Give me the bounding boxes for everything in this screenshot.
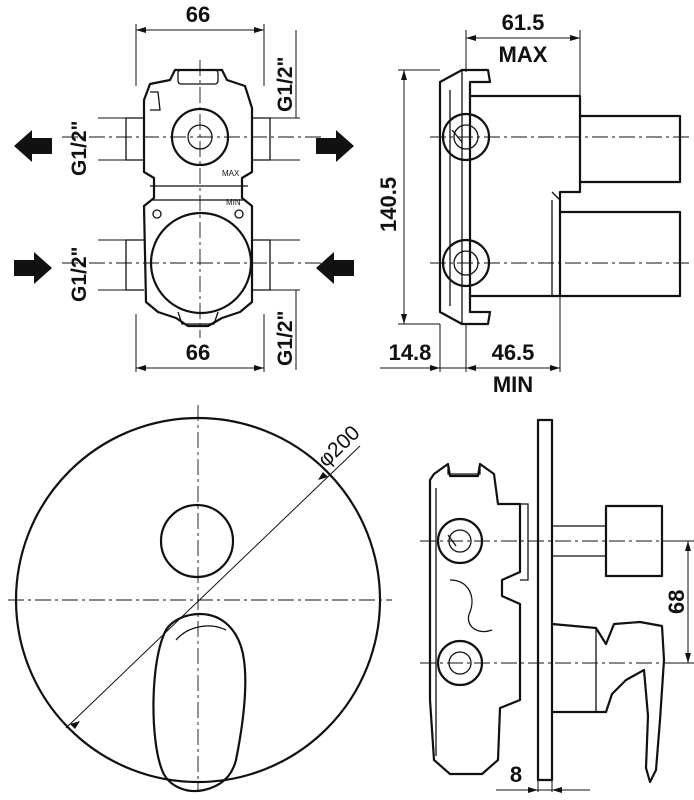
thread-label-right-bottom: G1/2" [274,311,297,366]
diverter-knob [159,503,235,579]
width-dimension-bottom: 66 [186,340,210,365]
depth-max-value: 61.5 [502,10,545,35]
depth-min-value: 46.5 [492,340,535,365]
cartridge-upper [578,114,682,184]
inlet-arrow-left-icon [14,252,52,284]
outlet-arrow-left-icon [14,130,52,162]
height-dimension: 140.5 [376,177,401,232]
thread-label-right-top: G1/2" [274,57,297,112]
spacing-dimension: 68 [664,590,689,614]
depth-max-label: MAX [499,42,548,67]
valve-body-installed [428,462,522,776]
depth-min-label: MIN [493,372,533,397]
thread-label-left-top: G1/2" [68,121,91,176]
width-dimension-top: 66 [186,2,210,27]
side-view: 61.5 MAX 140.5 14.8 46.5 MIN [376,10,690,397]
front-view: MAX MIN 66 66 G1/2" G1/2" G1/2" [14,2,354,372]
plate-view: φ200 [8,405,392,793]
thickness-dimension: 8 [510,762,522,787]
cartridge-lower [558,210,682,298]
thread-label-left-bottom: G1/2" [68,247,91,302]
mounting-frame [438,68,492,326]
outlet-arrow-right-icon [316,130,354,162]
diameter-dimension: φ200 [313,421,364,471]
offset-dimension: 14.8 [389,340,432,365]
lever-handle-side [550,620,666,784]
inlet-arrow-right-icon [316,252,354,284]
top-nut [177,69,219,85]
min-mark: MIN [226,198,241,207]
installed-view: 68 8 [420,418,694,793]
valve-body-front [142,68,254,328]
lever-handle [152,612,247,793]
cover-plate-side [536,418,554,782]
valve-body-side [468,94,582,298]
max-mark: MAX [222,169,240,178]
